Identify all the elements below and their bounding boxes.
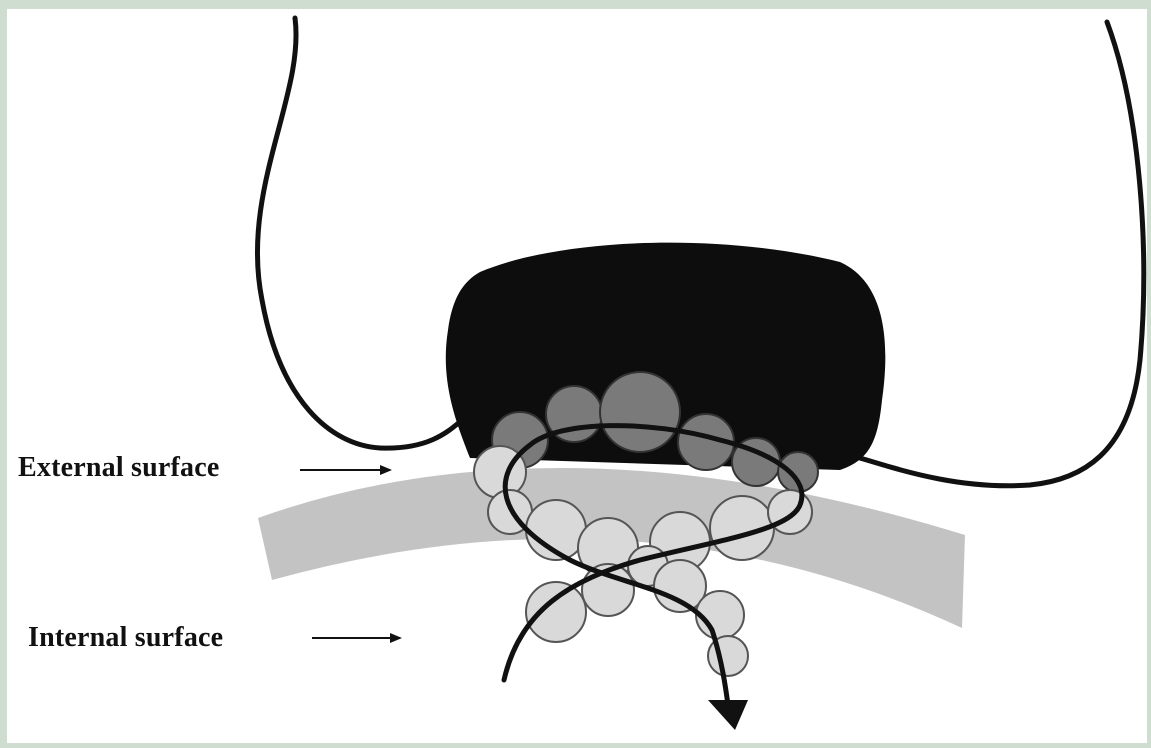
thread-arrowhead <box>708 700 748 730</box>
external-surface-label: External surface <box>18 452 219 484</box>
dark-bead <box>600 372 680 452</box>
internal-surface-label: Internal surface <box>28 622 223 654</box>
right-cell-outline <box>860 22 1144 486</box>
left-cell-outline <box>257 18 462 448</box>
light-bead <box>526 582 586 642</box>
